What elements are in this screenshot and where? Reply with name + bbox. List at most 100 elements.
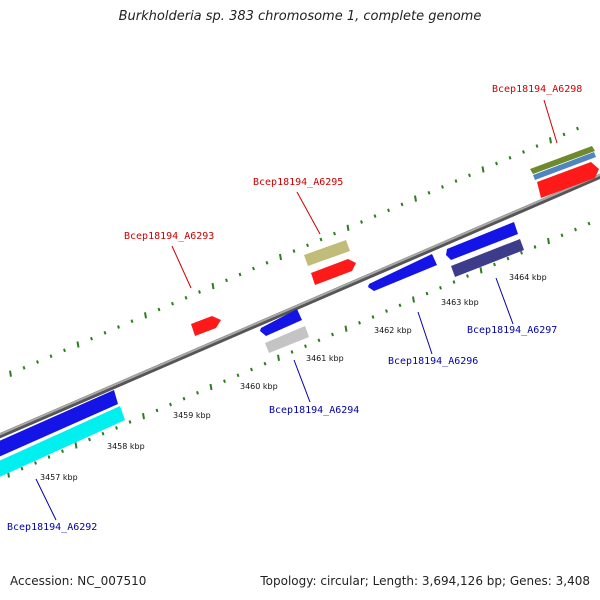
gene-A6294-gray (265, 326, 309, 353)
tick-mark (142, 413, 145, 420)
backbone (0, 173, 600, 439)
tick-mark (466, 274, 469, 278)
tick-mark (549, 137, 552, 144)
tick-mark (74, 442, 78, 449)
tick-mark (479, 267, 483, 274)
tick-mark (198, 290, 201, 294)
tick-mark (304, 344, 307, 349)
tick-mark (117, 325, 120, 329)
tick-mark (385, 309, 388, 313)
tick-labels: 3457 kbp 3458 kbp 3459 kbp 3460 kbp 3461… (40, 273, 547, 482)
tick-mark (250, 367, 253, 372)
tick-mark (182, 396, 186, 401)
tick-mark (317, 338, 321, 343)
tick-mark (34, 461, 37, 465)
tick-mark (155, 408, 159, 413)
tick-mark (236, 373, 240, 378)
tick-mark (252, 266, 255, 271)
tick-mark (481, 166, 485, 173)
tick-mark (90, 336, 93, 341)
gene-A6297-slate (451, 239, 524, 277)
map-title: Burkholderia sp. 383 chromosome 1, compl… (118, 9, 482, 24)
leader-A6296 (417, 311, 433, 355)
tick-label-3459: 3459 kbp (173, 411, 211, 420)
tick-mark (412, 296, 415, 303)
tick-mark (414, 195, 417, 202)
gene-A6292-blue (0, 390, 118, 457)
leader-A6295 (296, 191, 321, 235)
tick-mark (508, 155, 512, 160)
tick-label-3460: 3460 kbp (240, 382, 278, 391)
tick-mark (454, 179, 458, 183)
genes-reverse (191, 146, 599, 336)
tick-mark (358, 320, 361, 325)
tick-mark (493, 262, 496, 267)
tick-mark (441, 185, 444, 189)
tick-mark (520, 250, 523, 255)
tick-mark (223, 379, 226, 384)
tick-mark (196, 390, 199, 395)
tick-mark (468, 173, 471, 178)
tick-label-3458: 3458 kbp (107, 442, 145, 451)
tick-mark (36, 360, 39, 364)
tick-mark (495, 161, 498, 166)
gene-label-A6292: Bcep18194_A6292 (7, 522, 97, 533)
tick-mark (171, 301, 174, 306)
tick-mark (103, 330, 107, 335)
gene-label-A6297: Bcep18194_A6297 (467, 325, 557, 336)
gene-label-A6296: Bcep18194_A6296 (388, 356, 478, 367)
tick-mark (290, 350, 294, 354)
tick-mark (263, 361, 267, 366)
tick-label-3464: 3464 kbp (509, 273, 547, 282)
tick-mark (331, 332, 334, 337)
tick-mark (533, 245, 537, 249)
tick-mark (63, 348, 66, 353)
tick-mark (292, 249, 296, 253)
tick-mark (346, 224, 350, 231)
tick-row-upper (9, 126, 579, 377)
tick-mark (279, 253, 282, 261)
tick-mark (452, 280, 456, 284)
tick-mark (9, 370, 12, 377)
tick-label-3457: 3457 kbp (40, 473, 78, 482)
tick-mark (371, 315, 375, 319)
tick-mark (88, 437, 91, 442)
tick-mark (360, 220, 363, 224)
tick-label-3461: 3461 kbp (306, 354, 344, 363)
leader-A6298 (543, 99, 558, 144)
gene-A6298-steel (533, 152, 596, 180)
tick-mark (547, 237, 550, 245)
gene-label-A6298: Bcep18194_A6298 (492, 84, 582, 95)
tick-mark (576, 126, 579, 131)
gene-A6293-red (191, 316, 221, 336)
tick-mark (387, 208, 390, 213)
gene-label-A6294: Bcep18194_A6294 (269, 405, 359, 416)
tick-mark (61, 449, 64, 454)
tick-mark (238, 272, 242, 277)
gene-A6298-olive (530, 146, 595, 174)
tick-mark (522, 150, 525, 154)
gene-label-A6295: Bcep18194_A6295 (253, 177, 343, 188)
tick-mark (506, 256, 510, 261)
tick-mark (587, 221, 591, 226)
genes-forward (0, 222, 524, 477)
tick-mark (562, 132, 566, 137)
tick-label-3463: 3463 kbp (441, 298, 479, 307)
tick-mark (439, 285, 442, 290)
tick-mark (265, 260, 269, 265)
tick-mark (20, 466, 24, 471)
tick-mark (560, 233, 564, 238)
tick-mark (130, 319, 134, 324)
leader-A6293 (171, 245, 192, 289)
tick-mark (333, 231, 336, 236)
tick-label-3462: 3462 kbp (374, 326, 412, 335)
tick-mark (373, 214, 377, 218)
accession-text: Accession: NC_007510 (10, 574, 147, 588)
tick-mark (277, 354, 280, 361)
tick-mark (157, 307, 161, 312)
gene-A6297-blue (446, 222, 518, 260)
tick-mark (425, 291, 429, 296)
tick-mark (115, 426, 118, 430)
tick-mark (128, 420, 132, 424)
tick-mark (535, 144, 539, 148)
